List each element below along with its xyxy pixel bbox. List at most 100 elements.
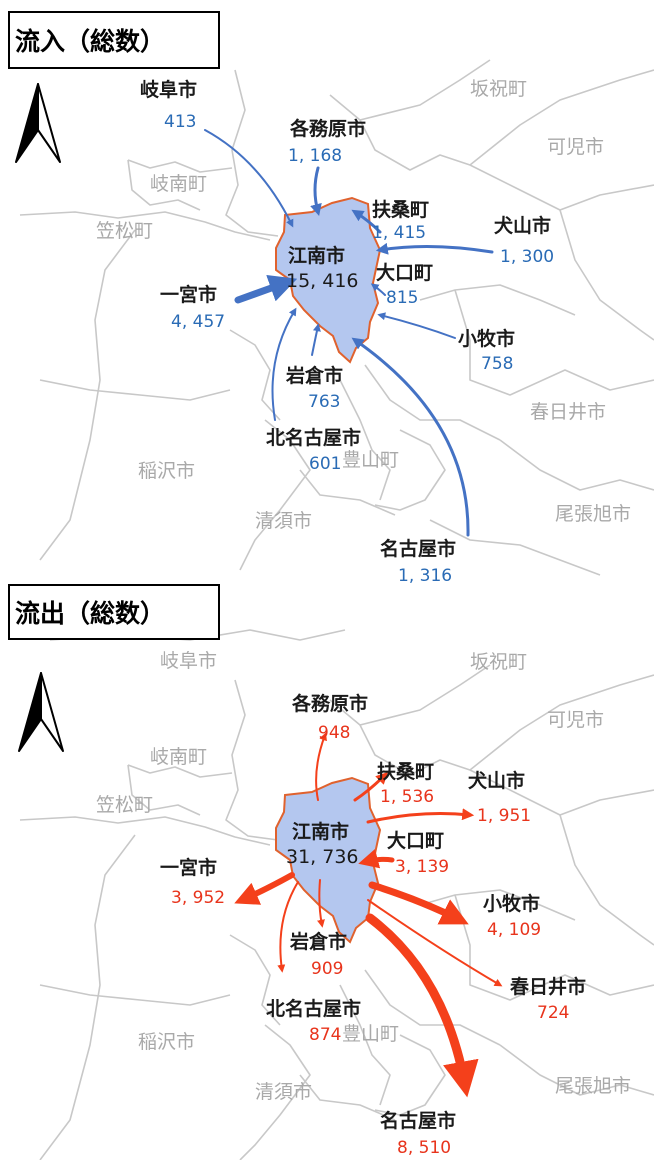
origin-label: 一宮市 bbox=[160, 283, 217, 306]
origin-label: 岩倉市 bbox=[285, 364, 343, 387]
flow-arrow-out-kasugai bbox=[367, 899, 503, 987]
background-labels: 坂祝町 可児市 岐南町 笠松町 春日井市 稲沢市 豊山町 清須市 尾張旭市 bbox=[96, 78, 631, 532]
destination-label: 春日井市 bbox=[510, 975, 586, 998]
center-city-value: 15, 416 bbox=[286, 270, 359, 292]
flow-arrow-in-komaki bbox=[377, 312, 456, 339]
flow-arrow-in-kakamigahara bbox=[310, 166, 322, 217]
origin-label: 岐阜市 bbox=[140, 78, 197, 101]
destination-label: 各務原市 bbox=[291, 692, 368, 715]
muni-label: 尾張旭市 bbox=[555, 503, 631, 525]
flow-arrow-out-inuyama bbox=[366, 808, 475, 824]
flow-arrow-in-oguchi bbox=[370, 283, 386, 296]
center-city-name: 江南市 bbox=[288, 244, 345, 267]
muni-label: 岐阜市 bbox=[160, 650, 217, 672]
flow-arrow-out-kitanagoya bbox=[277, 881, 299, 973]
flow-arrow-in-gifu bbox=[204, 129, 294, 228]
flow-value: 4, 457 bbox=[171, 312, 225, 332]
flow-value: 8, 510 bbox=[397, 1138, 451, 1158]
outflow-arrows bbox=[234, 732, 503, 1098]
destination-label: 大口町 bbox=[387, 829, 444, 852]
origin-label: 大口町 bbox=[376, 261, 433, 284]
flow-arrow-in-inuyama bbox=[375, 242, 494, 255]
flow-value: 413 bbox=[164, 112, 196, 132]
flow-value: 3, 139 bbox=[395, 857, 449, 877]
destination-label: 小牧市 bbox=[483, 892, 540, 915]
muni-label: 坂祝町 bbox=[470, 651, 527, 673]
panel-title-box: 流入（総数） bbox=[8, 11, 220, 69]
flow-value: 1, 300 bbox=[500, 247, 554, 267]
destination-label: 北名古屋市 bbox=[266, 997, 361, 1020]
flow-arrow-in-fuso bbox=[351, 209, 382, 234]
flow-value: 909 bbox=[311, 959, 343, 979]
muni-label: 稲沢市 bbox=[138, 460, 195, 482]
flow-value: 1, 168 bbox=[288, 146, 342, 166]
muni-label: 稲沢市 bbox=[138, 1031, 195, 1053]
muni-label: 春日井市 bbox=[530, 401, 606, 423]
inflow-arrows bbox=[204, 129, 494, 537]
north-arrow-icon bbox=[18, 672, 64, 752]
flow-arrow-out-ichinomiya bbox=[234, 872, 295, 905]
panel-title: 流出（総数） bbox=[15, 599, 165, 628]
flow-arrow-out-komaki bbox=[368, 881, 469, 925]
outflow-panel: 岐阜市 坂祝町 可児市 岐南町 笠松町 稲沢市 豊山町 清須市 尾張旭市 各務原… bbox=[8, 584, 654, 1160]
flow-value: 815 bbox=[386, 288, 418, 308]
center-city-value: 31, 736 bbox=[286, 846, 359, 868]
flow-value: 4, 109 bbox=[487, 920, 541, 940]
muni-label: 清須市 bbox=[255, 1081, 312, 1103]
flow-arrow-in-iwakura bbox=[311, 323, 321, 356]
destination-label: 犬山市 bbox=[468, 769, 525, 792]
muni-label: 可児市 bbox=[547, 136, 604, 158]
muni-label: 清須市 bbox=[255, 510, 312, 532]
muni-label: 岐南町 bbox=[150, 746, 207, 768]
flow-arrow-out-fuso bbox=[353, 772, 388, 802]
outflow-labels: 各務原市 948 扶桑町 1, 536 犬山市 1, 951 大口町 3, 13… bbox=[160, 692, 586, 1158]
flow-value: 724 bbox=[537, 1003, 569, 1023]
origin-label: 名古屋市 bbox=[380, 537, 456, 560]
muni-label: 坂祝町 bbox=[470, 78, 527, 100]
panel-title: 流入（総数） bbox=[15, 27, 165, 56]
basemap-boundaries bbox=[19, 59, 654, 576]
flow-value: 763 bbox=[308, 392, 340, 412]
muni-label: 豊山町 bbox=[342, 1023, 399, 1045]
center-city-name: 江南市 bbox=[292, 820, 349, 843]
muni-label: 笠松町 bbox=[96, 220, 153, 242]
flow-arrow-in-kitanagoya bbox=[271, 307, 297, 421]
destination-label: 名古屋市 bbox=[380, 1109, 456, 1132]
basemap-boundaries bbox=[19, 629, 654, 1160]
panel-title-box: 流出（総数） bbox=[8, 584, 220, 640]
flow-value: 1, 415 bbox=[372, 223, 426, 243]
flow-arrow-out-kakamigahara bbox=[315, 732, 327, 801]
flow-value: 758 bbox=[481, 354, 513, 374]
konan-city-area bbox=[275, 776, 382, 944]
flow-arrow-in-nagoya bbox=[351, 337, 470, 537]
inflow-panel: 坂祝町 可児市 岐南町 笠松町 春日井市 稲沢市 豊山町 清須市 尾張旭市 bbox=[8, 11, 654, 586]
origin-label: 扶桑町 bbox=[372, 198, 429, 221]
flow-value: 948 bbox=[318, 723, 350, 743]
origin-label: 各務原市 bbox=[289, 117, 366, 140]
origin-label: 北名古屋市 bbox=[266, 426, 361, 449]
flow-arrow-out-nagoya bbox=[365, 913, 479, 1098]
background-labels: 岐阜市 坂祝町 可児市 岐南町 笠松町 稲沢市 豊山町 清須市 尾張旭市 bbox=[96, 650, 631, 1103]
muni-label: 笠松町 bbox=[96, 794, 153, 816]
inflow-labels: 岐阜市 413 各務原市 1, 168 扶桑町 1, 415 犬山市 1, 30… bbox=[140, 78, 554, 586]
flow-value: 3, 952 bbox=[171, 888, 225, 908]
destination-label: 一宮市 bbox=[160, 856, 217, 879]
flow-value: 1, 951 bbox=[477, 806, 531, 826]
north-arrow-icon bbox=[15, 83, 61, 163]
muni-label: 尾張旭市 bbox=[555, 1075, 631, 1097]
flow-value: 874 bbox=[309, 1025, 341, 1045]
destination-label: 岩倉市 bbox=[289, 930, 347, 953]
flow-arrow-out-oguchi bbox=[358, 848, 395, 869]
muni-label: 可児市 bbox=[547, 709, 604, 731]
flow-value: 1, 316 bbox=[398, 566, 452, 586]
flow-arrow-out-iwakura bbox=[317, 879, 325, 928]
flow-arrow-in-ichinomiya bbox=[234, 274, 298, 304]
flow-value: 601 bbox=[309, 454, 341, 474]
origin-label: 犬山市 bbox=[494, 214, 551, 237]
destination-label: 扶桑町 bbox=[377, 760, 434, 783]
muni-label: 岐南町 bbox=[150, 173, 207, 195]
flow-value: 1, 536 bbox=[380, 787, 434, 807]
origin-label: 小牧市 bbox=[458, 327, 515, 350]
muni-label: 豊山町 bbox=[342, 449, 399, 471]
